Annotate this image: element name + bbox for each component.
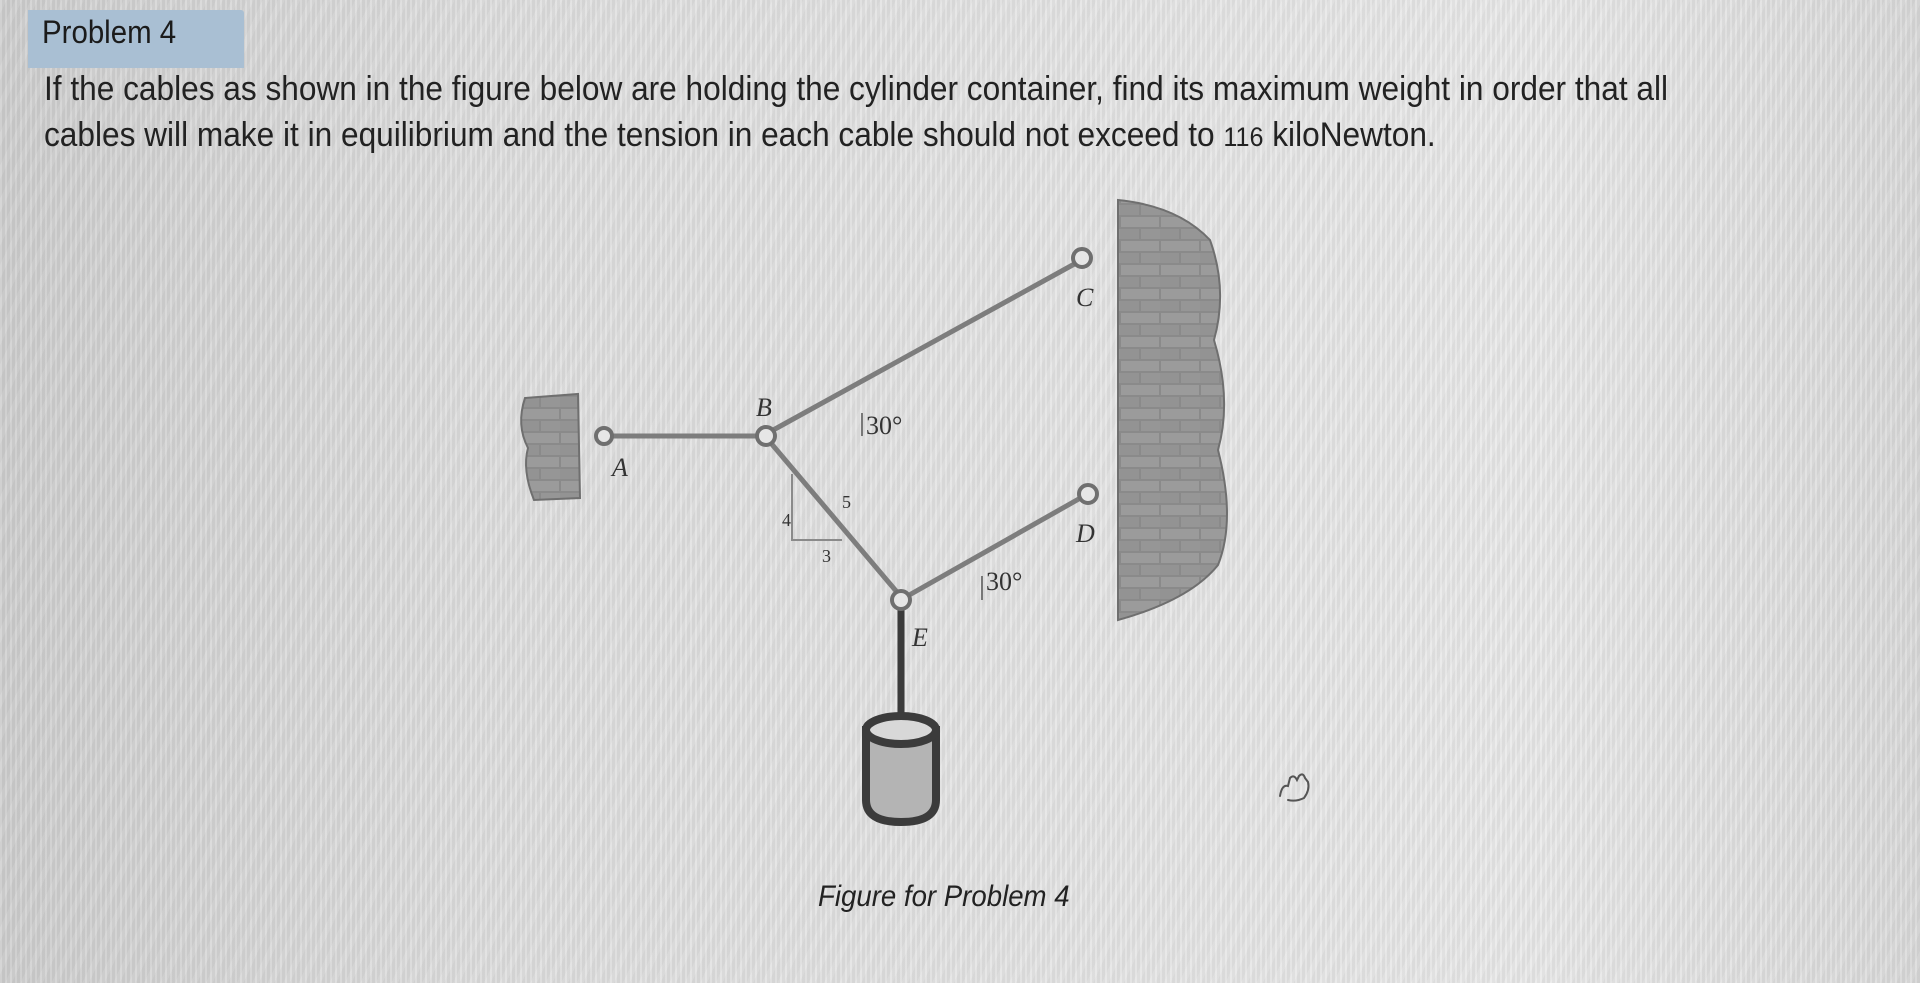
label-b: B — [756, 393, 772, 422]
angle-ed-label: 30° — [986, 567, 1022, 596]
tension-limit-value: 116 — [1223, 122, 1264, 152]
label-e: E — [911, 623, 928, 652]
hand-cursor-icon — [1279, 773, 1310, 802]
anchor-a — [594, 426, 614, 446]
slope-horizontal-label: 3 — [822, 546, 831, 566]
angle-bc-label: 30° — [866, 411, 902, 440]
cable-ed — [902, 493, 1086, 601]
slope-triangle — [791, 474, 842, 541]
left-wall — [520, 392, 582, 502]
cable-be — [768, 440, 904, 600]
slope-hypotenuse-label: 5 — [842, 492, 851, 512]
cylinder-container — [862, 712, 940, 827]
problem-text-unit: kiloNewton. — [1263, 116, 1436, 154]
cable-bc — [764, 259, 1080, 437]
anchor-d — [1077, 483, 1099, 505]
problem-header-tab — [28, 10, 244, 68]
problem-title: Problem 4 — [42, 14, 177, 50]
problem-text-main: If the cables as shown in the figure bel… — [44, 70, 1669, 154]
problem-statement: If the cables as shown in the figure bel… — [44, 66, 1746, 160]
joint-e — [890, 589, 912, 611]
figure-caption: Figure for Problem 4 — [818, 880, 1070, 913]
label-c: C — [1076, 283, 1094, 312]
right-wall — [1117, 198, 1228, 622]
label-a: A — [610, 453, 628, 482]
joint-b — [755, 425, 777, 447]
slope-vertical-label: 4 — [782, 510, 791, 530]
anchor-c — [1071, 247, 1093, 269]
label-d: D — [1075, 519, 1095, 548]
